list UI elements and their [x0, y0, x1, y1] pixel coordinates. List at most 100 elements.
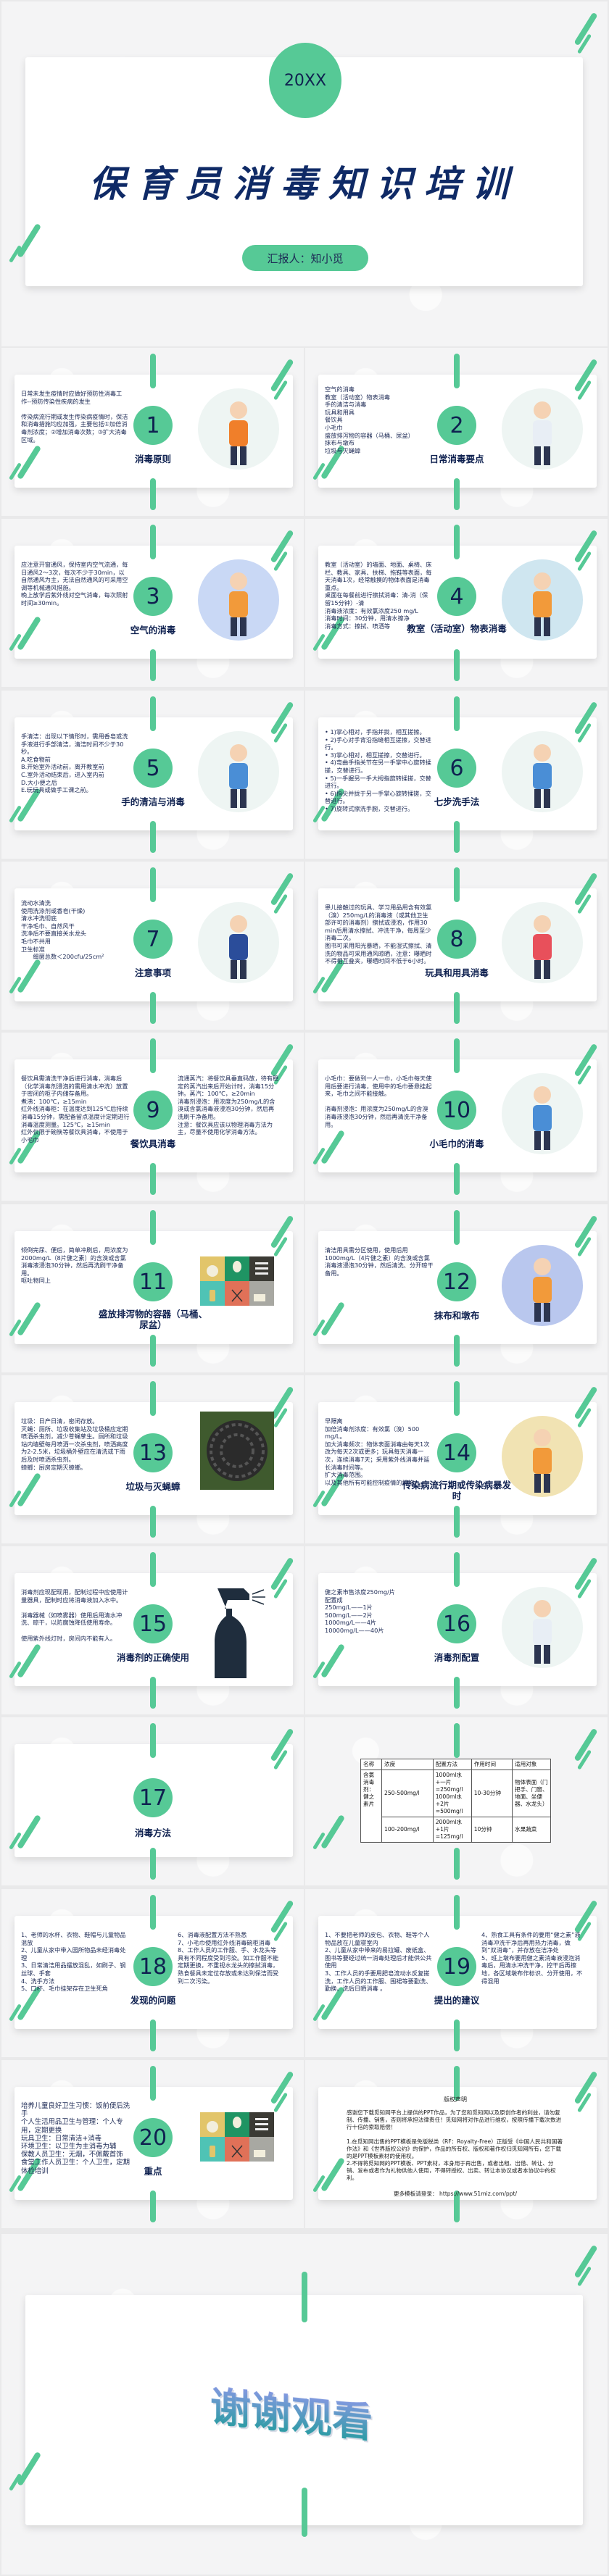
- body-line: 流通蒸汽：将餐饮具垂直码放，待有稳定的蒸汽出来后开始计时，消毒15分钟。蒸汽：1…: [178, 1075, 279, 1098]
- section-body-text: 消毒剂应现配现用，配制过程中应使用计量器具，配制时应将消毒液加入水中。消毒器械（…: [21, 1588, 130, 1642]
- section-body-text: 手清洁：出现以下情形时，需用香皂或洗手液进行手部清洁，清洁时间不少于30秒。A.…: [21, 733, 130, 794]
- decor-vertical-bar: [454, 867, 460, 902]
- grid-tile: [249, 2137, 274, 2162]
- slide-card: [318, 2087, 597, 2200]
- section-number-circle: 7: [133, 920, 173, 959]
- section-body-text: 应注意开窗通风，保持室内空气流通，每日通风2～3次，每次不少于30min，以自然…: [21, 561, 130, 607]
- body-line: 洗净后不要直接关水龙头: [21, 930, 87, 938]
- decor-vertical-bar: [150, 1038, 156, 1073]
- section-heading: 消毒方法: [134, 1827, 171, 1838]
- section-number-circle: 2: [437, 406, 476, 445]
- section-body-text: 患儿接触过的玩具、学习用品用含有效氯（溴）250mg/L的消毒液（或其他卫生部许…: [325, 904, 434, 965]
- section-heading: 垃圾与灭蝇蟑: [125, 1481, 181, 1492]
- more-templates-link[interactable]: 更多模板请登录： https://www.51miz.com/ppt/: [393, 2191, 518, 2197]
- body-line: 5)一手握另一手大拇指旋转揉搓，交替进行。: [325, 775, 434, 790]
- section-number-circle: 19: [437, 1947, 476, 1986]
- section-number-circle: 5: [133, 749, 173, 788]
- body-line: [21, 1627, 130, 1635]
- section-body-text-right: 流通蒸汽：将餐饮具垂直码放，待有稳定的蒸汽出来后开始计时，消毒15分钟。蒸汽：1…: [178, 1075, 279, 1136]
- table-cell-method: 1000ml水+一片=250mg/l 1000ml水+2片=500mg/l: [432, 1770, 472, 1817]
- body-line: 桌面在每餐前进行擦拭消毒：清-消（保留15分钟）-清: [325, 591, 428, 607]
- body-line: C.室外活动结束后，进入室内前: [21, 770, 104, 778]
- section-heading: 盛放排泻物的容器（马桶、尿盆）: [99, 1309, 208, 1330]
- body-line: 消毒方式：擦拭、喷洒等: [325, 622, 391, 630]
- body-line: 环境卫生：以卫生为主消毒为辅: [21, 2143, 117, 2151]
- body-line: 1、老师的水杯、衣物、鞋帽与儿童物品混放: [21, 1931, 126, 1946]
- slide-17: 17 消毒方法: [1, 1717, 304, 1885]
- body-line: 2、儿童从家中带来的易拉罐、废纸盒、图书等要经过统一消毒处理后才能供公共使用: [325, 1946, 432, 1969]
- body-line: B.开始室外活动前，离开教室前: [21, 763, 104, 771]
- presenter-label: 汇报人：知小觅: [242, 245, 368, 271]
- section-body-text: 小毛巾：要做到一人一巾，小毛巾每天使用后要进行消毒，使用中的毛巾要悬挂起来，毛巾…: [325, 1075, 434, 1128]
- decor-vertical-bar: [454, 525, 460, 559]
- decor-vertical-bar: [454, 2066, 460, 2101]
- body-line: 250mg/L——1片: [325, 1604, 373, 1612]
- section-body-text: 餐饮具需清洗干净后进行消毒，消毒后（化学消毒剂浸泡的需用清水冲洗）放置于密闭的柜…: [21, 1075, 131, 1143]
- section-heading: 重点: [144, 2166, 162, 2177]
- body-line: 玩具卫生：日常清洁+消毒: [21, 2134, 102, 2143]
- body-line: 垃圾：日产日清，密闭存放。: [21, 1417, 99, 1425]
- table-cell-target: 水果蔬菜: [512, 1817, 551, 1843]
- window-ventilation-illustration: [196, 555, 281, 642]
- section-heading: 传染病流行期或传染病暴发时: [402, 1480, 512, 1501]
- body-line: 1、不要把老师的皮包、衣物、鞋等个人物品放在儿童寝室内: [325, 1931, 430, 1946]
- section-heading: 抹布和墩布: [434, 1310, 480, 1321]
- body-line: 流动水清洗: [21, 899, 51, 906]
- section-body-text: 清洁用具需分区使用，使用后用1000mg/L（4片健之素）的含溴或含氯消毒液浸泡…: [325, 1246, 434, 1277]
- body-line: 消毒液浓度：有效氯浓度250 mg/L: [325, 607, 418, 614]
- decor-vertical-bar: [150, 2191, 156, 2222]
- section-body-text: 培养儿童良好卫生习惯：饭前便后洗手个人生活用品卫生与管理：个人专用，定期更换玩具…: [21, 2102, 130, 2175]
- decor-vertical-bar: [454, 1506, 460, 1538]
- grid-tile: [225, 1281, 249, 1306]
- section-heading: 消毒剂的正确使用: [116, 1652, 189, 1663]
- sick-in-bed-illustration: [500, 1412, 585, 1499]
- section-body-text: 教室（活动室）的墙面、地面、桌椅、床栏、教具、家具、扶梯、拖鞋等表面，每天消毒1…: [325, 561, 434, 630]
- cleaning-staff-illustration: [500, 1241, 585, 1327]
- table-cell-time: 10分钟: [471, 1817, 513, 1843]
- section-heading: 提出的建议: [434, 1995, 480, 2006]
- section-number-circle: 10: [437, 1091, 476, 1130]
- body-line: 灭蝇：厕所、垃圾收集站及垃圾桶应定期喷洒杀虫剂，减少苍蝇孳生。厕所和垃圾站内墙壁…: [21, 1425, 128, 1463]
- body-line: 5、口杯、毛巾挂架存在卫生死角: [21, 1985, 108, 1993]
- body-line: 500mg/L——2片: [325, 1611, 373, 1619]
- copyright-title: 版权声明: [444, 2096, 467, 2103]
- body-line: 1)掌心相对，手指并拢，相互搓擦。: [325, 728, 434, 736]
- body-line: 3、日常清洁用品摆放混乱，如刷子、钢丝球、手套: [21, 1962, 126, 1977]
- kids-playing-blocks-illustration: [500, 898, 585, 985]
- body-line: 4、洗手方法: [21, 1977, 55, 1985]
- body-line: 1000mg/L——4片: [325, 1619, 377, 1627]
- body-line: 早隔离: [325, 1417, 343, 1425]
- section-number-circle: 15: [133, 1604, 173, 1643]
- body-line: 餐饮具: [325, 416, 343, 424]
- section-number-circle: 17: [133, 1778, 173, 1817]
- body-line: 红外线消毒柜：在温度达到125℃后持续消毒15分钟，需配备留点温度计定期进行消毒…: [21, 1105, 130, 1128]
- table-cell-target: 物体表面（门把手、门窗、地面、坐便器、水龙头）: [512, 1770, 551, 1817]
- section-number-circle: 18: [133, 1947, 173, 1986]
- body-line: 干净毛巾、自然风干: [21, 922, 75, 930]
- section-body-text: 垃圾：日产日清，密闭存放。灭蝇：厕所、垃圾收集站及垃圾桶应定期喷洒杀虫剂，减少苍…: [21, 1417, 130, 1471]
- body-line: 餐饮具需清洗干净后进行消毒，消毒后（化学消毒剂浸泡的需用清水冲洗）放置于密闭的柜…: [21, 1075, 128, 1098]
- section-heading: 消毒原则: [134, 454, 171, 464]
- decor-vertical-bar: [150, 1381, 156, 1416]
- body-line: 清水冲洗彻底: [21, 914, 57, 922]
- body-line: 10000mg/L——40片: [325, 1626, 384, 1634]
- decor-vertical-bar: [150, 867, 156, 902]
- disinfection-worker-illustration: [500, 1583, 585, 1670]
- body-line: 传染病流行期或发生传染病疫情时，保洁和消毒措施均应加强，主要包括①加倍消毒剂浓度…: [21, 412, 128, 443]
- decor-vertical-bar: [150, 1210, 156, 1245]
- body-line: 蟑螂：厨房定期灭蟑螂。: [21, 1463, 87, 1471]
- body-line: 抹布与墩布: [325, 439, 355, 447]
- kids-washing-hands-illustration: [500, 727, 585, 814]
- decor-vertical-bar: [454, 1552, 460, 1587]
- decor-vertical-bar: [454, 354, 460, 388]
- body-line: 扩大消毒范围。: [325, 1471, 367, 1479]
